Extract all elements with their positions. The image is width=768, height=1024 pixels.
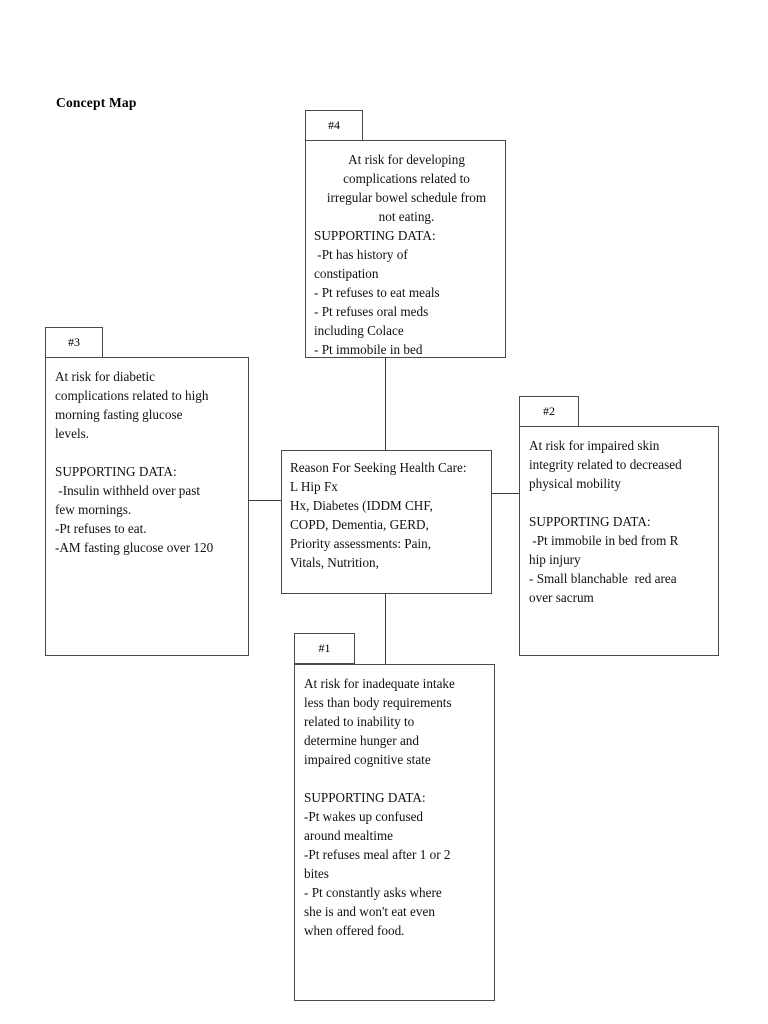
node-2-tab: #2 — [519, 396, 579, 427]
node-2[interactable]: #2 At risk for impaired skin integrity r… — [519, 396, 719, 656]
connector-center-to-node-2 — [491, 493, 520, 494]
connector-center-to-node-3 — [248, 500, 282, 501]
node-2-body: At risk for impaired skin integrity rela… — [519, 426, 719, 656]
center-node[interactable]: Reason For Seeking Health Care: L Hip Fx… — [281, 450, 492, 594]
node-1-body: At risk for inadequate intake less than … — [294, 664, 495, 1001]
node-3-tab: #3 — [45, 327, 103, 358]
connector-center-to-node-1 — [385, 593, 386, 666]
center-node-text: Reason For Seeking Health Care: L Hip Fx… — [290, 460, 467, 570]
node-1[interactable]: #1 At risk for inadequate intake less th… — [294, 633, 495, 1001]
node-3-body: At risk for diabetic complications relat… — [45, 357, 249, 656]
node-4-diagnosis-text: At risk for developing complications rel… — [326, 152, 487, 224]
node-4[interactable]: #4 At risk for developing complications … — [305, 110, 506, 358]
node-4-body: At risk for developing complications rel… — [305, 140, 506, 358]
node-1-text: At risk for inadequate intake less than … — [304, 676, 455, 938]
node-2-text: At risk for impaired skin integrity rela… — [529, 438, 682, 605]
node-4-tab: #4 — [305, 110, 363, 141]
node-3-text: At risk for diabetic complications relat… — [55, 369, 214, 555]
page-title: Concept Map — [56, 95, 137, 110]
connector-center-to-node-4 — [385, 357, 386, 451]
node-1-tab: #1 — [294, 633, 355, 664]
node-3[interactable]: #3 At risk for diabetic complications re… — [45, 327, 249, 656]
node-4-supporting-data-text: SUPPORTING DATA: -Pt has history of cons… — [314, 228, 440, 357]
